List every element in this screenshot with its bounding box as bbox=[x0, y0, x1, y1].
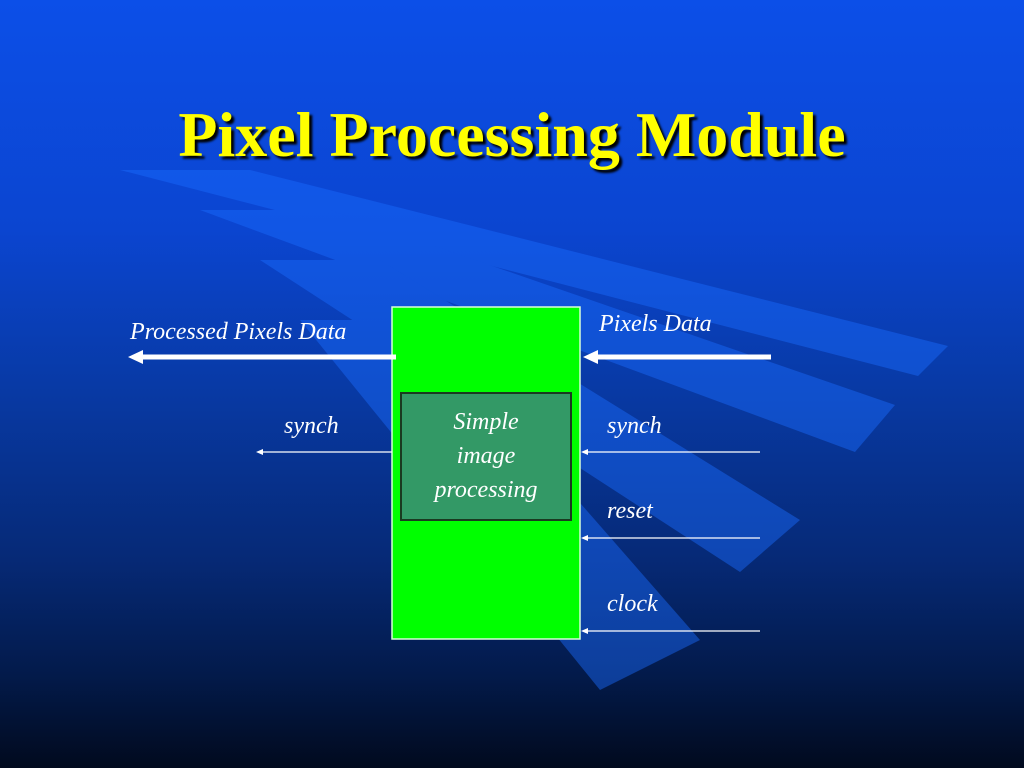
reset-label: reset bbox=[607, 498, 653, 524]
slide-title: Pixel Processing Module bbox=[178, 99, 846, 170]
synch-in-arrowhead bbox=[581, 449, 588, 455]
synch-out-label: synch bbox=[284, 413, 339, 439]
pixels-data-arrowhead bbox=[583, 350, 598, 364]
module-label: Simple image processing bbox=[401, 405, 571, 507]
processing-box bbox=[400, 392, 572, 521]
synch-in-label: synch bbox=[607, 413, 662, 439]
clock-arrowhead bbox=[581, 628, 588, 634]
pixels-data-label: Pixels Data bbox=[599, 311, 712, 337]
module-label-line: processing bbox=[434, 477, 538, 503]
processed-pixels-data-label: Processed Pixels Data bbox=[130, 319, 347, 345]
module-label-line: image bbox=[456, 443, 516, 469]
reset-arrowhead bbox=[581, 535, 588, 541]
processed-pixels-data-arrowhead bbox=[128, 350, 143, 364]
module-label-line: Simple bbox=[453, 409, 519, 435]
diagonal-band bbox=[120, 170, 948, 376]
clock-label: clock bbox=[607, 591, 658, 617]
synch-out-arrowhead bbox=[256, 449, 263, 455]
